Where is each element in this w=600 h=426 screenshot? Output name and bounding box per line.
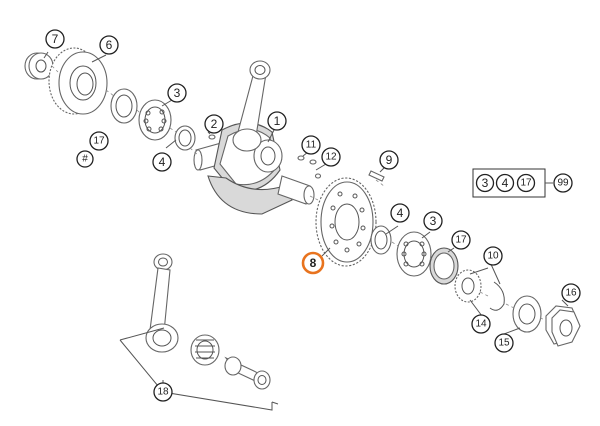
svg-text:3: 3 [174, 86, 181, 100]
callout-12[interactable]: 12 [321, 147, 341, 167]
sprocket-part-8 [315, 177, 377, 267]
key-part-9 [368, 170, 385, 182]
group-callout-99[interactable]: 99 [553, 173, 573, 193]
callout-6[interactable]: 6 [99, 35, 119, 55]
svg-text:16: 16 [565, 288, 577, 299]
washer-part-15 [512, 295, 542, 333]
small-gear-part [454, 269, 482, 303]
callouts: 7 6 3 2 1 17 4 # 11 12 9 [45, 29, 581, 402]
svg-text:2: 2 [211, 117, 218, 131]
callout-hash[interactable]: # [76, 150, 94, 168]
gear-part-6 [48, 47, 108, 115]
callout-3-right[interactable]: 3 [423, 211, 443, 231]
group-callout-3[interactable]: 3 [475, 173, 495, 193]
callout-16[interactable]: 16 [561, 283, 581, 303]
callout-1[interactable]: 1 [267, 111, 287, 131]
svg-text:#: # [82, 154, 88, 165]
callout-3-left[interactable]: 3 [167, 83, 187, 103]
svg-text:14: 14 [475, 319, 487, 330]
svg-text:17: 17 [520, 178, 532, 189]
callout-18[interactable]: 18 [153, 382, 173, 402]
nut-part-7 [24, 52, 54, 80]
callout-17-left[interactable]: 17 [89, 131, 109, 151]
callout-10[interactable]: 10 [483, 246, 503, 266]
callout-4-right[interactable]: 4 [390, 203, 410, 223]
callout-8-highlighted[interactable]: 8 [301, 251, 325, 275]
svg-text:99: 99 [557, 178, 569, 189]
svg-text:3: 3 [482, 176, 489, 190]
svg-text:10: 10 [487, 251, 499, 262]
nut-part-16 [545, 305, 581, 347]
washer-part-4-right [370, 225, 392, 255]
svg-text:4: 4 [397, 206, 404, 220]
svg-text:4: 4 [159, 155, 166, 169]
svg-text:6: 6 [106, 38, 113, 52]
callout-7[interactable]: 7 [45, 29, 65, 49]
callout-14[interactable]: 14 [471, 314, 491, 334]
circlip-part-10 [489, 281, 505, 311]
washer-part-4-left [174, 125, 196, 151]
crankshaft-part-1 [193, 60, 315, 215]
leader-lines [43, 51, 569, 335]
svg-text:9: 9 [386, 153, 393, 167]
bearing-part-3-right [396, 231, 432, 277]
svg-text:12: 12 [325, 152, 337, 163]
seal-part-17-right [429, 247, 459, 285]
svg-text:17: 17 [93, 136, 105, 147]
svg-text:7: 7 [52, 32, 59, 46]
svg-text:11: 11 [306, 140, 317, 151]
callout-17-right[interactable]: 17 [451, 230, 471, 250]
pin-part-2 [208, 134, 216, 140]
conrod-kit-part-18 [145, 253, 271, 390]
svg-text:18: 18 [157, 387, 169, 398]
svg-text:17: 17 [455, 235, 467, 246]
group-callout-4[interactable]: 4 [495, 173, 515, 193]
svg-text:4: 4 [502, 176, 509, 190]
svg-text:3: 3 [430, 214, 437, 228]
callout-9[interactable]: 9 [379, 150, 399, 170]
bearing-part-3-left [138, 99, 172, 141]
group-callout-17[interactable]: 17 [516, 173, 536, 193]
parts-drawing [24, 47, 581, 390]
ring-part-left [110, 88, 138, 124]
pins-part-11-12 [297, 155, 322, 179]
svg-text:8: 8 [310, 256, 317, 270]
callout-2[interactable]: 2 [204, 114, 224, 134]
callout-11[interactable]: 11 [301, 135, 321, 155]
callout-15[interactable]: 15 [494, 333, 514, 353]
svg-text:1: 1 [274, 114, 281, 128]
callout-4-left[interactable]: 4 [152, 152, 172, 172]
svg-text:15: 15 [498, 338, 510, 349]
